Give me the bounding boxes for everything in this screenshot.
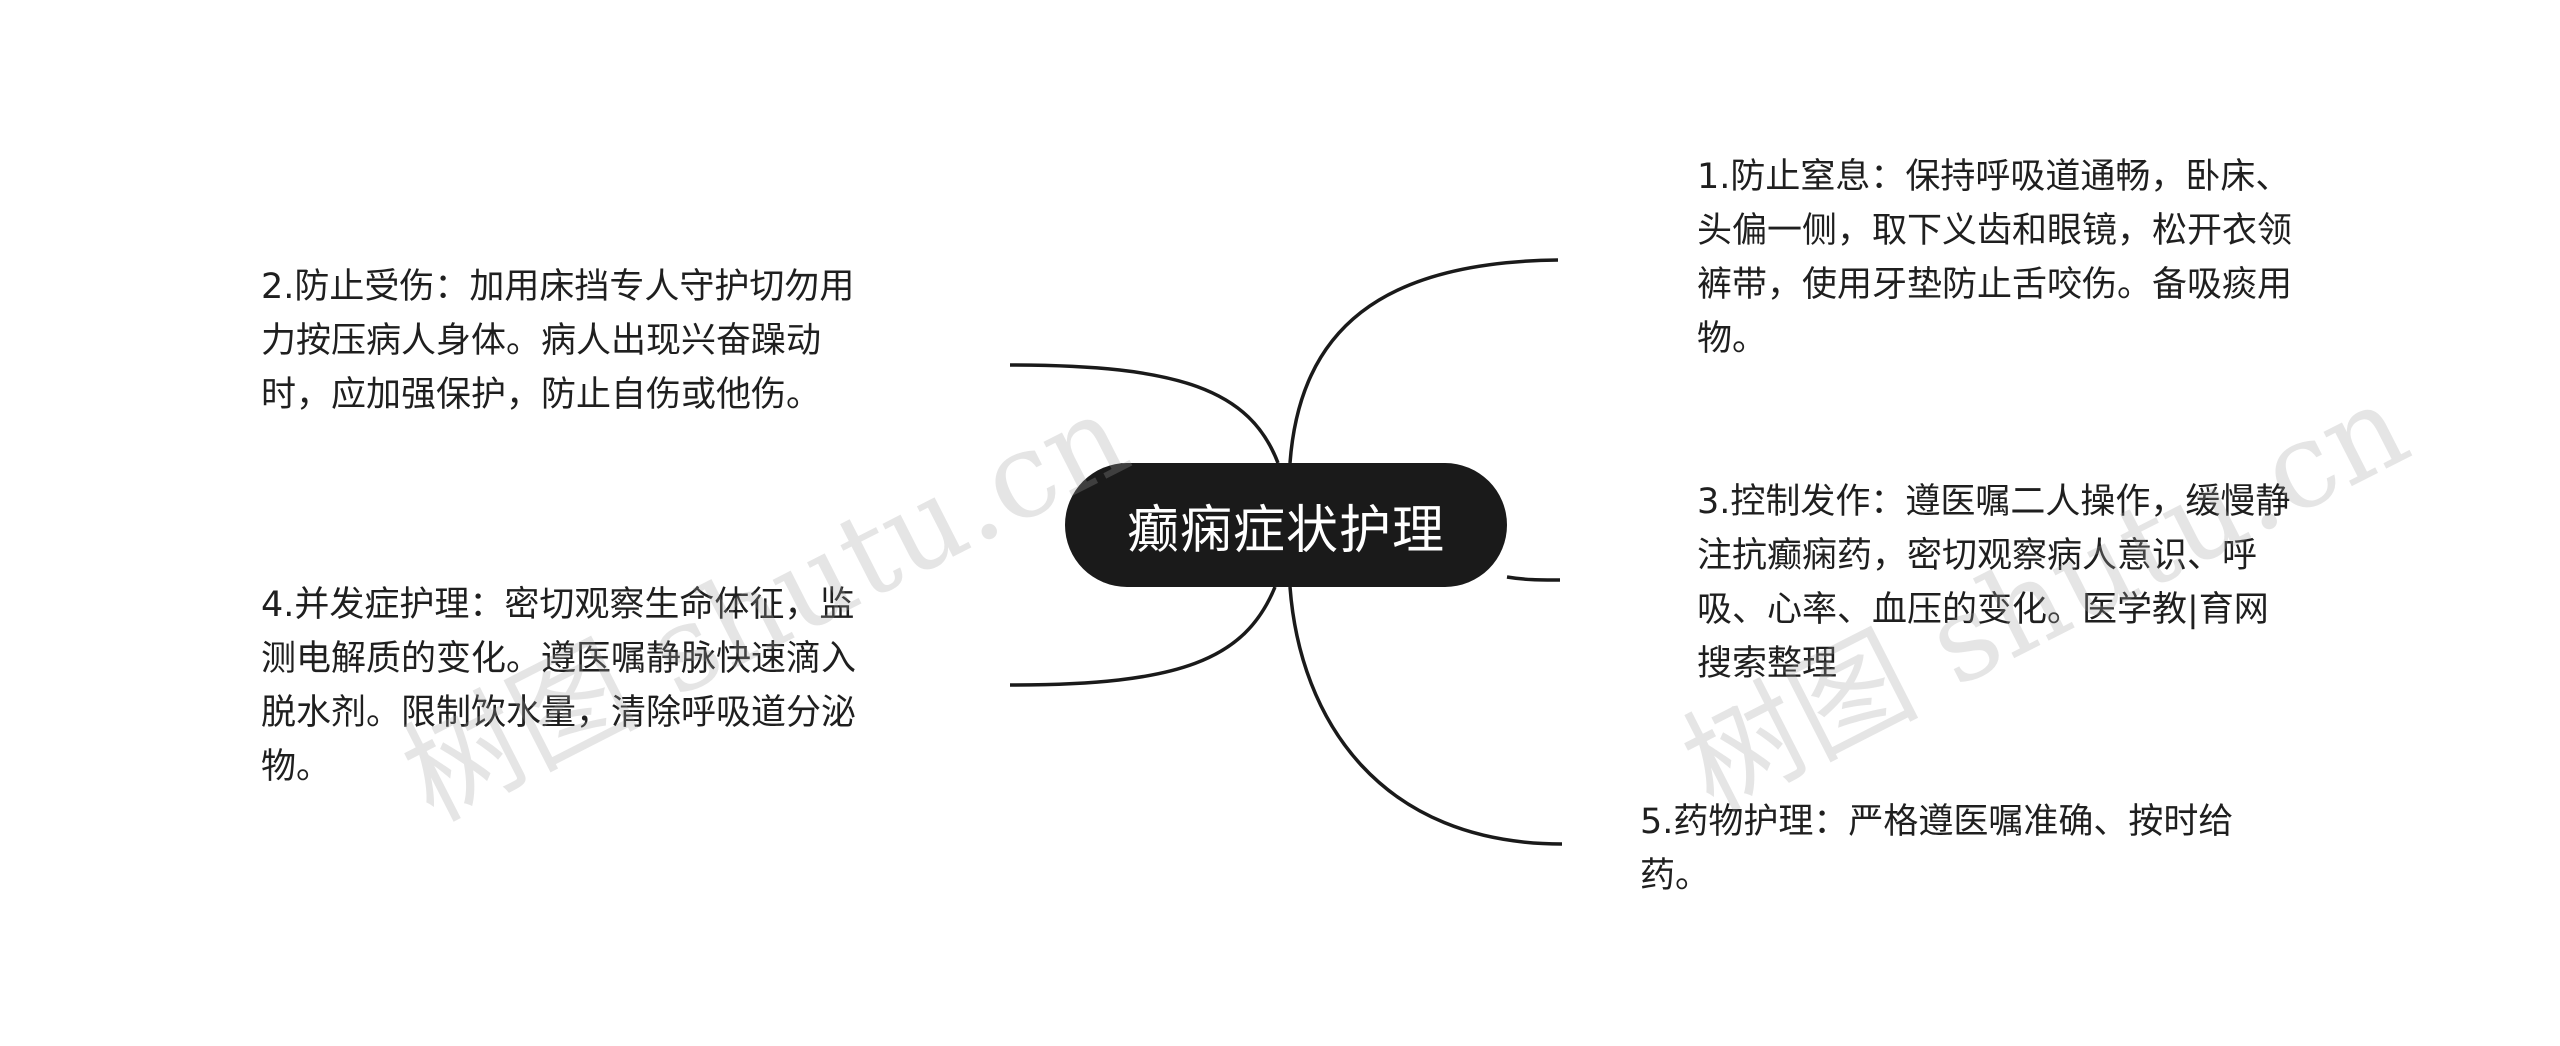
branch-1-text[interactable]: 1.防止窒息：保持呼吸道通畅，卧床、头偏一侧，取下义齿和眼镜，松开衣领裤带，使用…: [1697, 157, 2293, 359]
central-topic-node[interactable]: 癫痫症状护理: [1065, 463, 1507, 587]
branch-4-text[interactable]: 4.并发症护理：密切观察生命体征，监测电解质的变化。遵医嘱静脉快速滴入脱水剂。限…: [261, 585, 857, 787]
connector-branch-3: [1506, 575, 1561, 582]
connector-branch-5: [1288, 586, 1563, 846]
connector-branch-4: [1009, 586, 1277, 687]
connector-branch-2: [1009, 363, 1280, 464]
branch-5-text[interactable]: 5.药物护理：严格遵医嘱准确、按时给药。: [1640, 802, 2234, 896]
central-topic-label: 癫痫症状护理: [1126, 500, 1445, 561]
branch-3-text[interactable]: 3.控制发作：遵医嘱二人操作，缓慢静注抗癫痫药，密切观察病人意识、呼吸、心率、血…: [1697, 482, 2291, 684]
connector-branch-1: [1288, 258, 1559, 464]
branch-2-text[interactable]: 2.防止受伤：加用床挡专人守护切勿用力按压病人身体。病人出现兴奋躁动时，应加强保…: [261, 267, 855, 415]
